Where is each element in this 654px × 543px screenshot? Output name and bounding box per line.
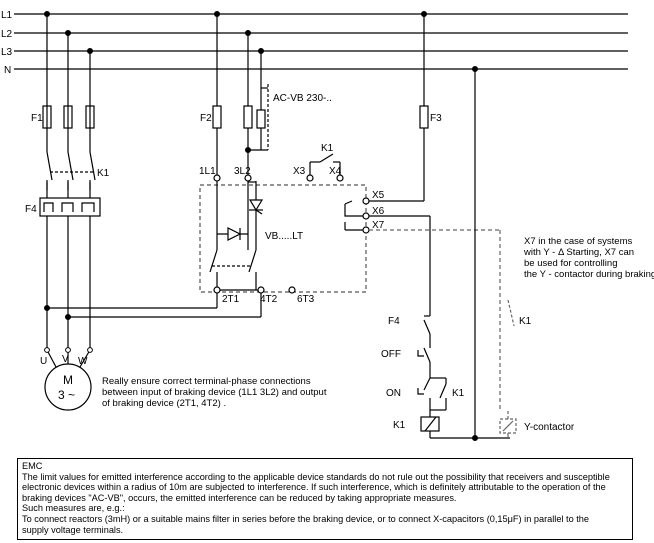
motor-note-line-2: between input of braking device (1L1 3L2… [102, 387, 327, 398]
terminal-2t1: 2T1 [222, 294, 240, 305]
off-button-contact [417, 347, 431, 378]
emc-line-2: electronic devices within a radius of 10… [22, 482, 606, 493]
x7-note-line-4: the Y - contactor during braking. [524, 269, 654, 280]
fuse-f3 [419, 105, 429, 129]
k1-label: K1 [97, 168, 110, 179]
fuse-label-f2: F2 [200, 113, 212, 124]
motor-terminal-w: W [78, 356, 88, 367]
x7-note-line-1: X7 in the case of systems [524, 236, 632, 247]
braking-device-outline [199, 184, 367, 293]
terminal-3l2: 3L2 [234, 166, 251, 177]
terminal-x4: X4 [329, 166, 342, 177]
motor-note-line-3: of braking device (2T1, 4T2) . [102, 398, 226, 409]
y-contactor-label: Y-contactor [524, 422, 575, 433]
terminal-4t2: 4T2 [260, 294, 278, 305]
fuse-label-f1: F1 [31, 113, 43, 124]
motor-terminal-u: U [40, 356, 47, 367]
vb-label: VB.....LT [265, 231, 303, 242]
terminal-6t3: 6T3 [297, 294, 315, 305]
motor-symbol [44, 363, 92, 411]
k1-aux-label: K1 [519, 316, 532, 327]
control-f4-label: F4 [388, 316, 400, 327]
f4-label: F4 [25, 204, 37, 215]
thyristor-symbol [248, 199, 264, 215]
terminal-x6: X6 [372, 206, 385, 217]
fuse-f2-1 [212, 105, 222, 129]
emc-line-5: To connect reactors (3mH) or a suitable … [22, 513, 590, 524]
x7-note-line-3: be used for controlling [524, 258, 617, 269]
f4-aux-contact [423, 308, 431, 348]
k1-coil-label: K1 [393, 420, 406, 431]
on-button-contact [417, 377, 447, 411]
k1-motor-terminals [44, 347, 93, 353]
terminal-1l1: 1L1 [199, 166, 216, 177]
overload-relay-f4 [39, 197, 101, 217]
bus-label-l3: L3 [1, 47, 13, 58]
motor-m: M [63, 373, 73, 387]
control-on-label: ON [386, 388, 401, 399]
emc-line-4: Such measures are, e.g.: [22, 503, 125, 514]
k1-holding-label: K1 [452, 388, 465, 399]
emc-title: EMC [22, 461, 43, 471]
bus-label-l2: L2 [1, 29, 13, 40]
fuse-vb-supply [256, 109, 266, 129]
control-off-label: OFF [381, 349, 401, 360]
motor-phase: 3 ~ [58, 388, 75, 402]
emc-line-1: The limit values for emitted interferenc… [22, 471, 610, 482]
emc-line-3: braking devices "AC-VB", occurs, the emi… [22, 492, 457, 503]
k1-main-contacts [40, 151, 96, 190]
bus-label-l1: L1 [1, 10, 13, 21]
motor-note-line-1: Really ensure correct terminal-phase con… [102, 376, 311, 387]
emc-line-6: supply voltage terminals. [22, 524, 124, 535]
fuse-label-f3: F3 [430, 113, 442, 124]
k1-contact-label: K1 [321, 143, 334, 154]
diode-symbol [217, 227, 248, 241]
x7-note-line-2: with Y - Δ Starting, X7 can [523, 247, 634, 258]
emc-notice: EMC The limit values for emitted interfe… [17, 458, 633, 540]
motor-terminal-v: V [62, 354, 69, 365]
device-label: AC-VB 230-.. [273, 93, 332, 104]
bus-label-n: N [4, 65, 11, 76]
fuse-f2-2 [243, 105, 253, 129]
terminal-x7: X7 [372, 220, 385, 231]
terminal-x3: X3 [293, 166, 306, 177]
terminal-x5: X5 [372, 190, 385, 201]
